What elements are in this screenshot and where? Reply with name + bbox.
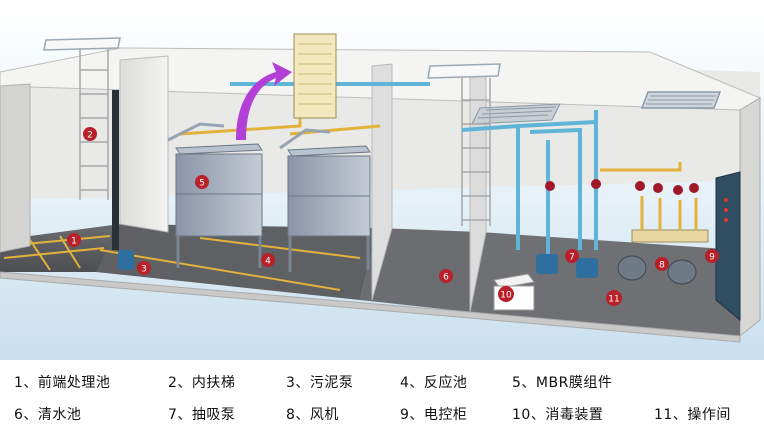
partition-wall-1 (119, 55, 169, 233)
top-hatch-middle (427, 63, 501, 79)
blower-manifold (631, 196, 709, 243)
legend-item: 10、消毒装置 (512, 407, 604, 423)
svg-text:5: 5 (199, 179, 205, 189)
legend-row-1: 1、前端处理池 2、内扶梯 3、污泥泵 4、反应池 5、MBR膜组件 (0, 372, 764, 396)
marker-10: 10 (498, 286, 514, 302)
legend-item: 6、清水池 (14, 407, 82, 423)
legend-item: 7、抽吸泵 (168, 407, 236, 423)
marker-3: 3 (137, 261, 151, 275)
legend-item: 9、电控柜 (400, 407, 468, 423)
marker-5: 5 (195, 175, 209, 189)
svg-text:2: 2 (87, 131, 93, 141)
marker-9: 9 (705, 249, 719, 263)
svg-text:3: 3 (141, 265, 147, 275)
front-left-wall (0, 83, 31, 253)
sludge-pump-pipe (112, 90, 119, 250)
top-hatch-left (43, 37, 121, 51)
legend-item: 4、反应池 (400, 375, 468, 391)
marker-4: 4 (261, 253, 275, 267)
equipment-diagram: 1 2 3 4 5 6 7 8 9 10 11 (0, 0, 764, 360)
lift-arrow (236, 62, 292, 140)
legend-item: 11、操作间 (654, 407, 731, 423)
floor-clearwater (360, 228, 480, 312)
right-wall (739, 97, 761, 338)
svg-text:1: 1 (71, 237, 77, 247)
sludge-pump (118, 250, 134, 270)
ladder-left (79, 48, 109, 200)
marker-7: 7 (565, 249, 579, 263)
marker-11: 11 (606, 290, 622, 306)
ladder-middle (461, 78, 491, 226)
front-bottom-edge (0, 271, 741, 343)
svg-text:11: 11 (608, 295, 619, 305)
red-valves (545, 179, 699, 195)
control-cabinet (715, 171, 741, 322)
legend-item: 8、风机 (286, 407, 339, 423)
svg-text:8: 8 (659, 261, 665, 271)
marker-6: 6 (439, 269, 453, 283)
svg-text:7: 7 (569, 253, 575, 263)
svg-text:10: 10 (500, 291, 512, 301)
svg-text:4: 4 (265, 257, 271, 267)
legend: 1、前端处理池 2、内扶梯 3、污泥泵 4、反应池 5、MBR膜组件 6、清水池… (0, 360, 764, 439)
mbr-tank-2 (279, 128, 371, 272)
blowers (617, 255, 697, 285)
suction-pumps (536, 254, 598, 278)
floor-reaction (96, 224, 378, 300)
legend-item: 3、污泥泵 (286, 375, 354, 391)
mbr-membrane-module (293, 33, 337, 119)
svg-text:9: 9 (709, 253, 715, 263)
marker-1: 1 (67, 233, 81, 247)
legend-item: 5、MBR膜组件 (512, 375, 613, 391)
marker-8: 8 (655, 257, 669, 271)
legend-row-2: 6、清水池 7、抽吸泵 8、风机 9、电控柜 10、消毒装置 11、操作间 (0, 404, 764, 428)
mbr-tank-1 (167, 122, 263, 268)
svg-text:6: 6 (443, 273, 449, 283)
legend-item: 1、前端处理池 (14, 375, 111, 391)
legend-item: 2、内扶梯 (168, 375, 236, 391)
partition-wall-2 (371, 63, 393, 301)
overhead-pipes (179, 118, 682, 172)
ceiling-vent (471, 103, 561, 125)
marker-2: 2 (83, 127, 97, 141)
